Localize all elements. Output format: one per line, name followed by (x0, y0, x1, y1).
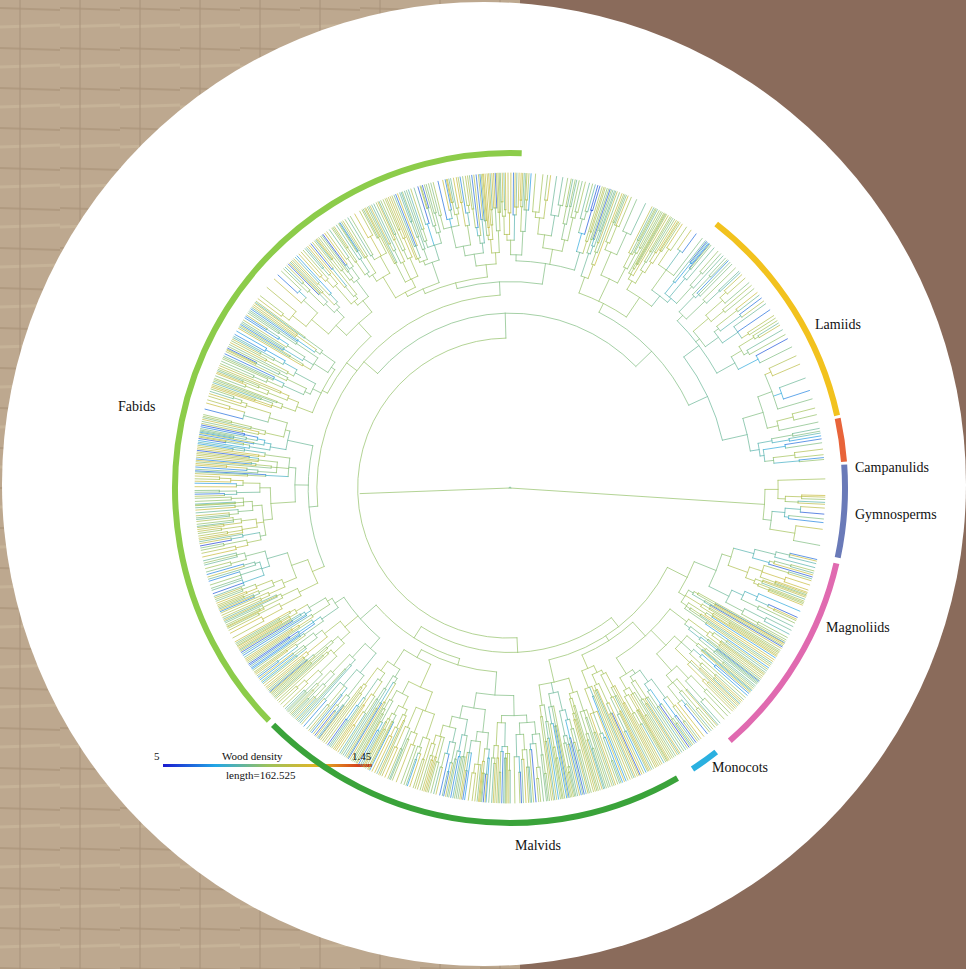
tree-length: length=162.525 (226, 769, 295, 782)
clade-label: Malvids (515, 838, 561, 854)
tree-branches (195, 174, 825, 803)
tree-branches (200, 235, 689, 748)
tree-branches (195, 173, 825, 803)
clade-arc (838, 465, 845, 558)
scale-min: 5 (154, 750, 160, 763)
tree-branches (242, 227, 799, 772)
clade-label: Fabids (118, 399, 155, 415)
tree-branches (195, 185, 824, 803)
color-scale-bar (163, 764, 372, 767)
clade-label: Gymnosperms (855, 507, 937, 523)
scale-max: 1.45 (352, 750, 371, 763)
clade-label: Magnoliids (826, 620, 890, 636)
clade-label: Lamiids (815, 317, 861, 333)
clade-label: Campanulids (855, 460, 929, 476)
clade-arc (838, 418, 844, 461)
clade-label: Monocots (712, 760, 768, 776)
tree-branches (195, 173, 823, 803)
tree-branches (195, 173, 825, 800)
clade-arc (175, 153, 522, 721)
clade-arc (730, 563, 837, 740)
clade-arc (273, 725, 677, 823)
scale-title: Wood density (222, 750, 283, 763)
tree-branches (195, 173, 825, 803)
